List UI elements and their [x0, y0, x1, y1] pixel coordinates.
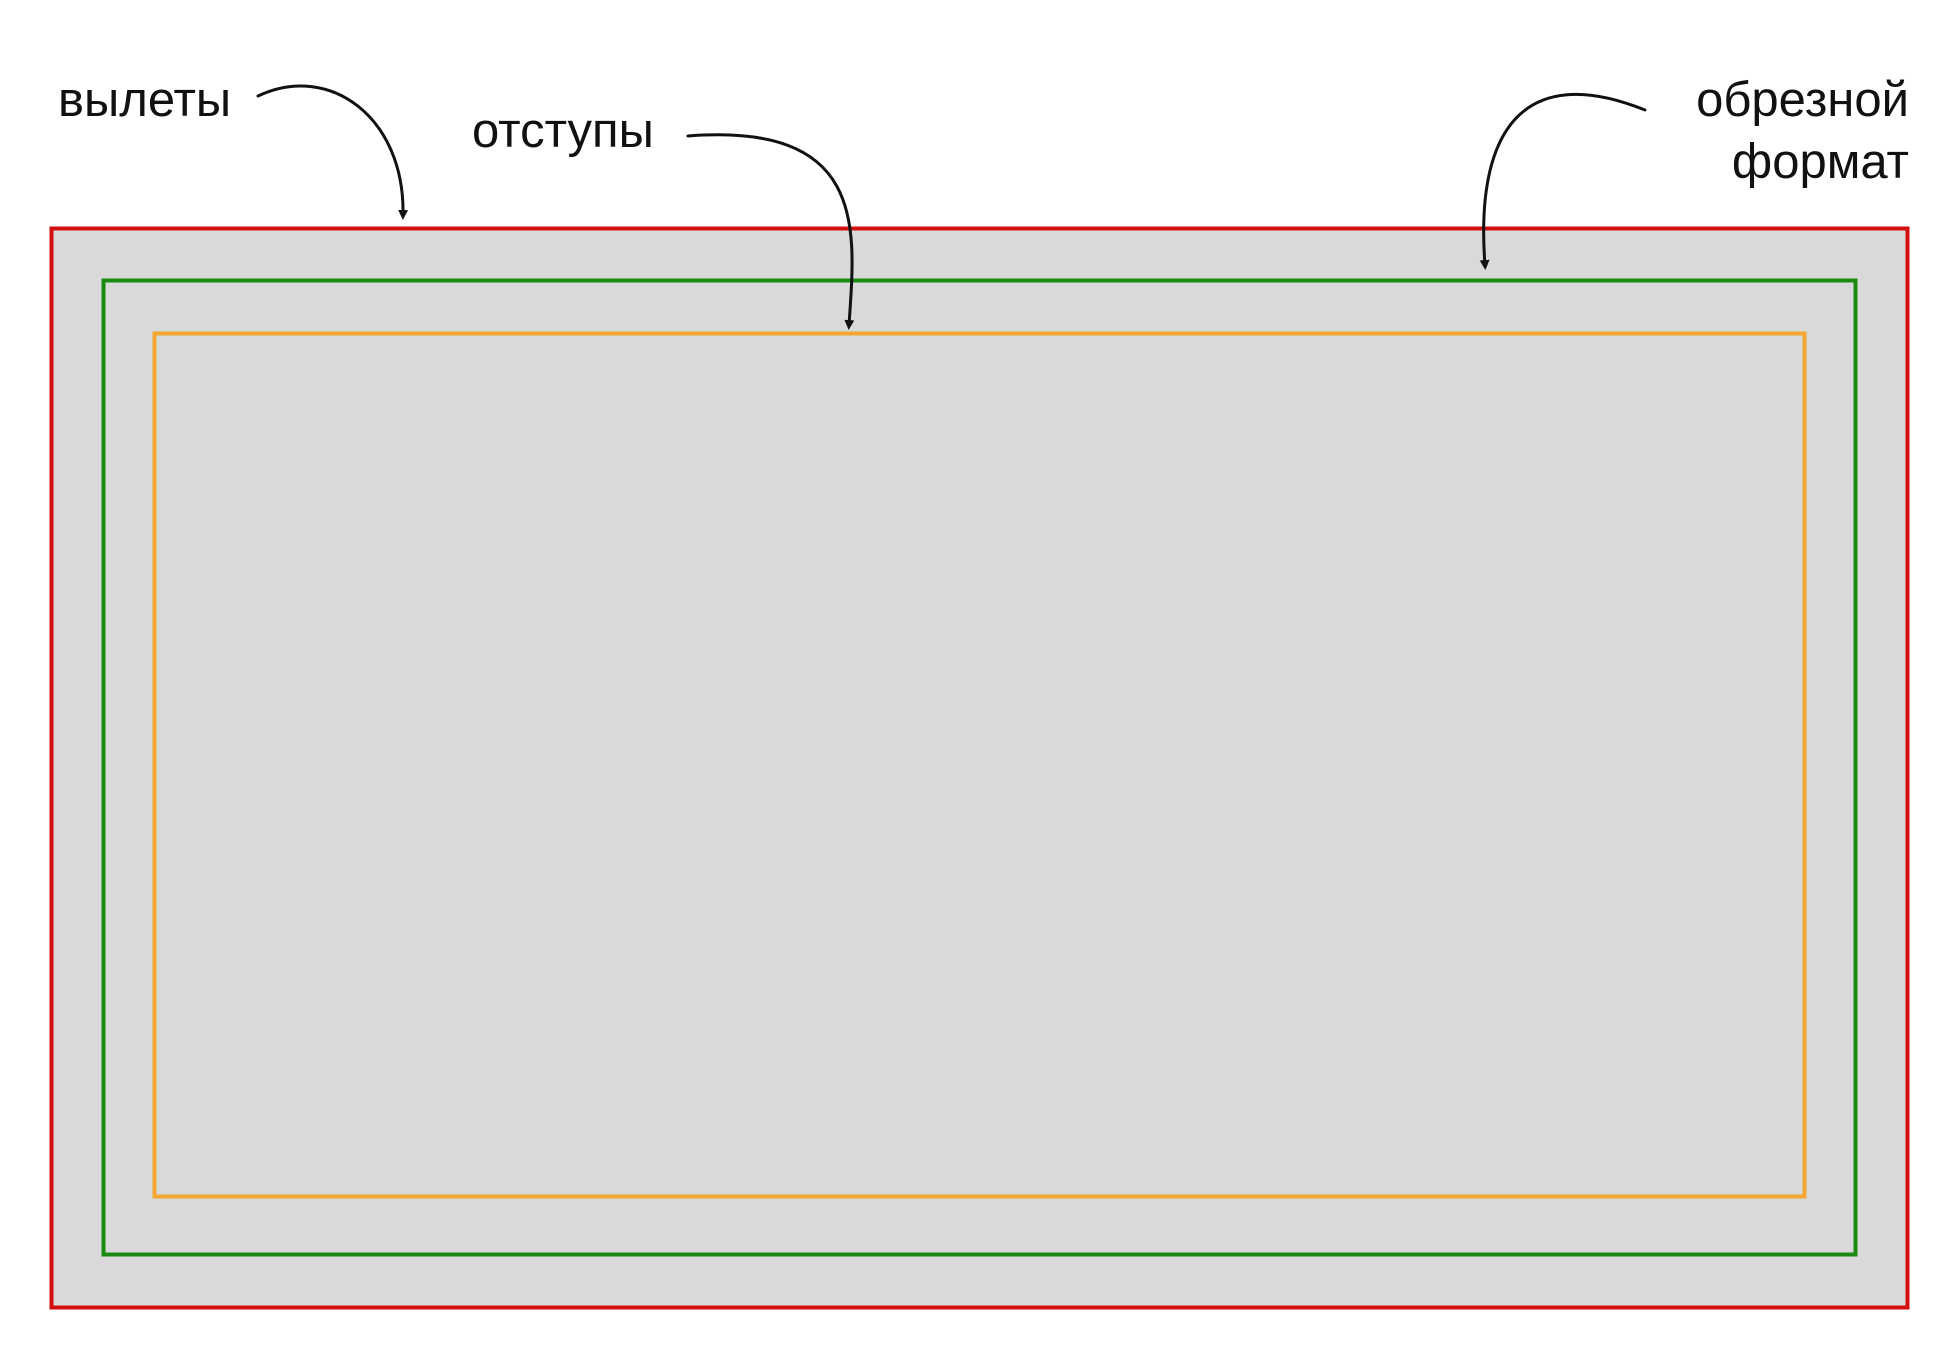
margins-label: отступы: [472, 104, 654, 158]
bleed-label: вылеты: [58, 73, 231, 127]
trim-format-arrow: [1479, 92, 1647, 270]
bleed-arrow: [256, 84, 409, 220]
margins-arrow: [686, 133, 855, 330]
trim-format-rect: [101, 278, 1858, 1257]
bleed-area-rect: [49, 226, 1910, 1310]
margins-rect: [152, 331, 1807, 1199]
trim-format-label-line1: обрезной: [1696, 73, 1909, 127]
trim-format-label-line2: формат: [1732, 135, 1909, 189]
